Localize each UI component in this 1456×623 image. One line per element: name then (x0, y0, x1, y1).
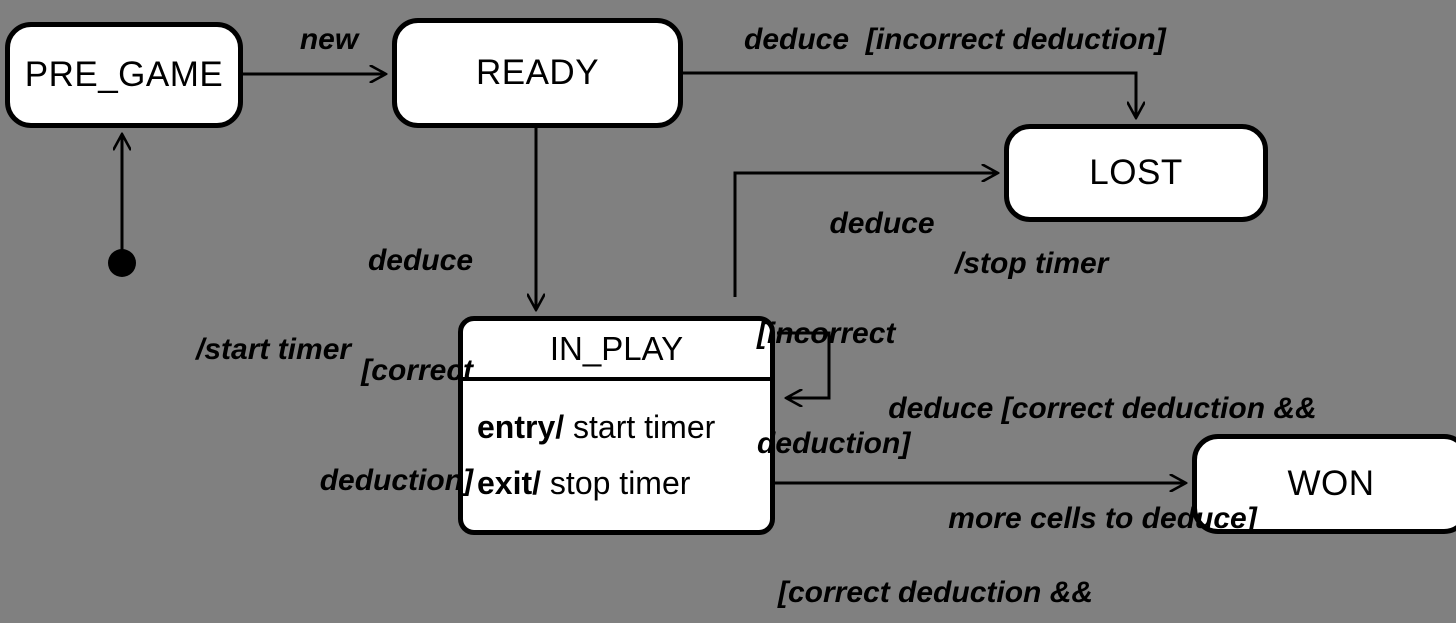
state-pre-game[interactable]: PRE_GAME (5, 22, 243, 128)
label-in-play-to-won: [correct deduction && no more cells to d… (778, 502, 1198, 623)
in-play-exit-action: exit/ stop timer (477, 464, 770, 501)
label-ready-to-in-play-effect: /start timer (196, 333, 352, 366)
label-ready-to-in-play-line-2: [correct (361, 353, 473, 387)
label-in-play-to-lost-effect: /stop timer (955, 247, 1109, 280)
state-lost[interactable]: LOST (1004, 124, 1268, 222)
state-ready-label: READY (475, 53, 600, 92)
label-ready-to-in-play-line-3: deduction] (319, 463, 473, 497)
label-in-play-to-won-line-1: [correct deduction && (778, 576, 1094, 610)
label-ready-to-in-play: deduce [correct deduction] (193, 170, 473, 573)
state-won[interactable]: WON (1192, 434, 1456, 534)
label-in-play-self-loop-line-2: more cells to deduce] (948, 501, 1257, 535)
state-ready[interactable]: READY (392, 18, 683, 128)
initial-pseudostate-dot (108, 249, 136, 277)
label-in-play-to-lost: deduce [incorrect deduction] (757, 133, 1007, 536)
state-lost-label: LOST (1089, 153, 1183, 192)
label-in-play-to-lost-line-1: deduce (829, 207, 935, 241)
label-pre-game-to-ready: new (299, 23, 359, 56)
state-in-play-name: IN_PLAY (463, 321, 770, 381)
edge-ready-to-lost (683, 71, 1136, 118)
exit-action-body: stop timer (541, 464, 691, 501)
label-in-play-to-lost-line-2: [incorrect (757, 316, 896, 350)
state-pre-game-label: PRE_GAME (24, 55, 224, 94)
exit-keyword: exit/ (477, 464, 542, 501)
state-in-play[interactable]: IN_PLAY entry/ start timer exit/ stop ti… (458, 316, 775, 535)
label-ready-to-lost: deduce [incorrect deduction] (744, 23, 1166, 56)
entry-action-body: start timer (564, 408, 716, 445)
label-in-play-self-loop-line-1: deduce [correct deduction && (888, 392, 1317, 426)
state-won-label: WON (1287, 464, 1375, 503)
state-in-play-actions: entry/ start timer exit/ stop timer (463, 381, 770, 530)
label-ready-to-in-play-line-1: deduce (367, 244, 473, 278)
label-in-play-to-lost-line-3: deduction] (757, 426, 911, 460)
entry-keyword: entry/ (477, 408, 565, 445)
label-in-play-self-loop: deduce [correct deduction && more cells … (845, 318, 1360, 611)
in-play-entry-action: entry/ start timer (477, 408, 770, 445)
